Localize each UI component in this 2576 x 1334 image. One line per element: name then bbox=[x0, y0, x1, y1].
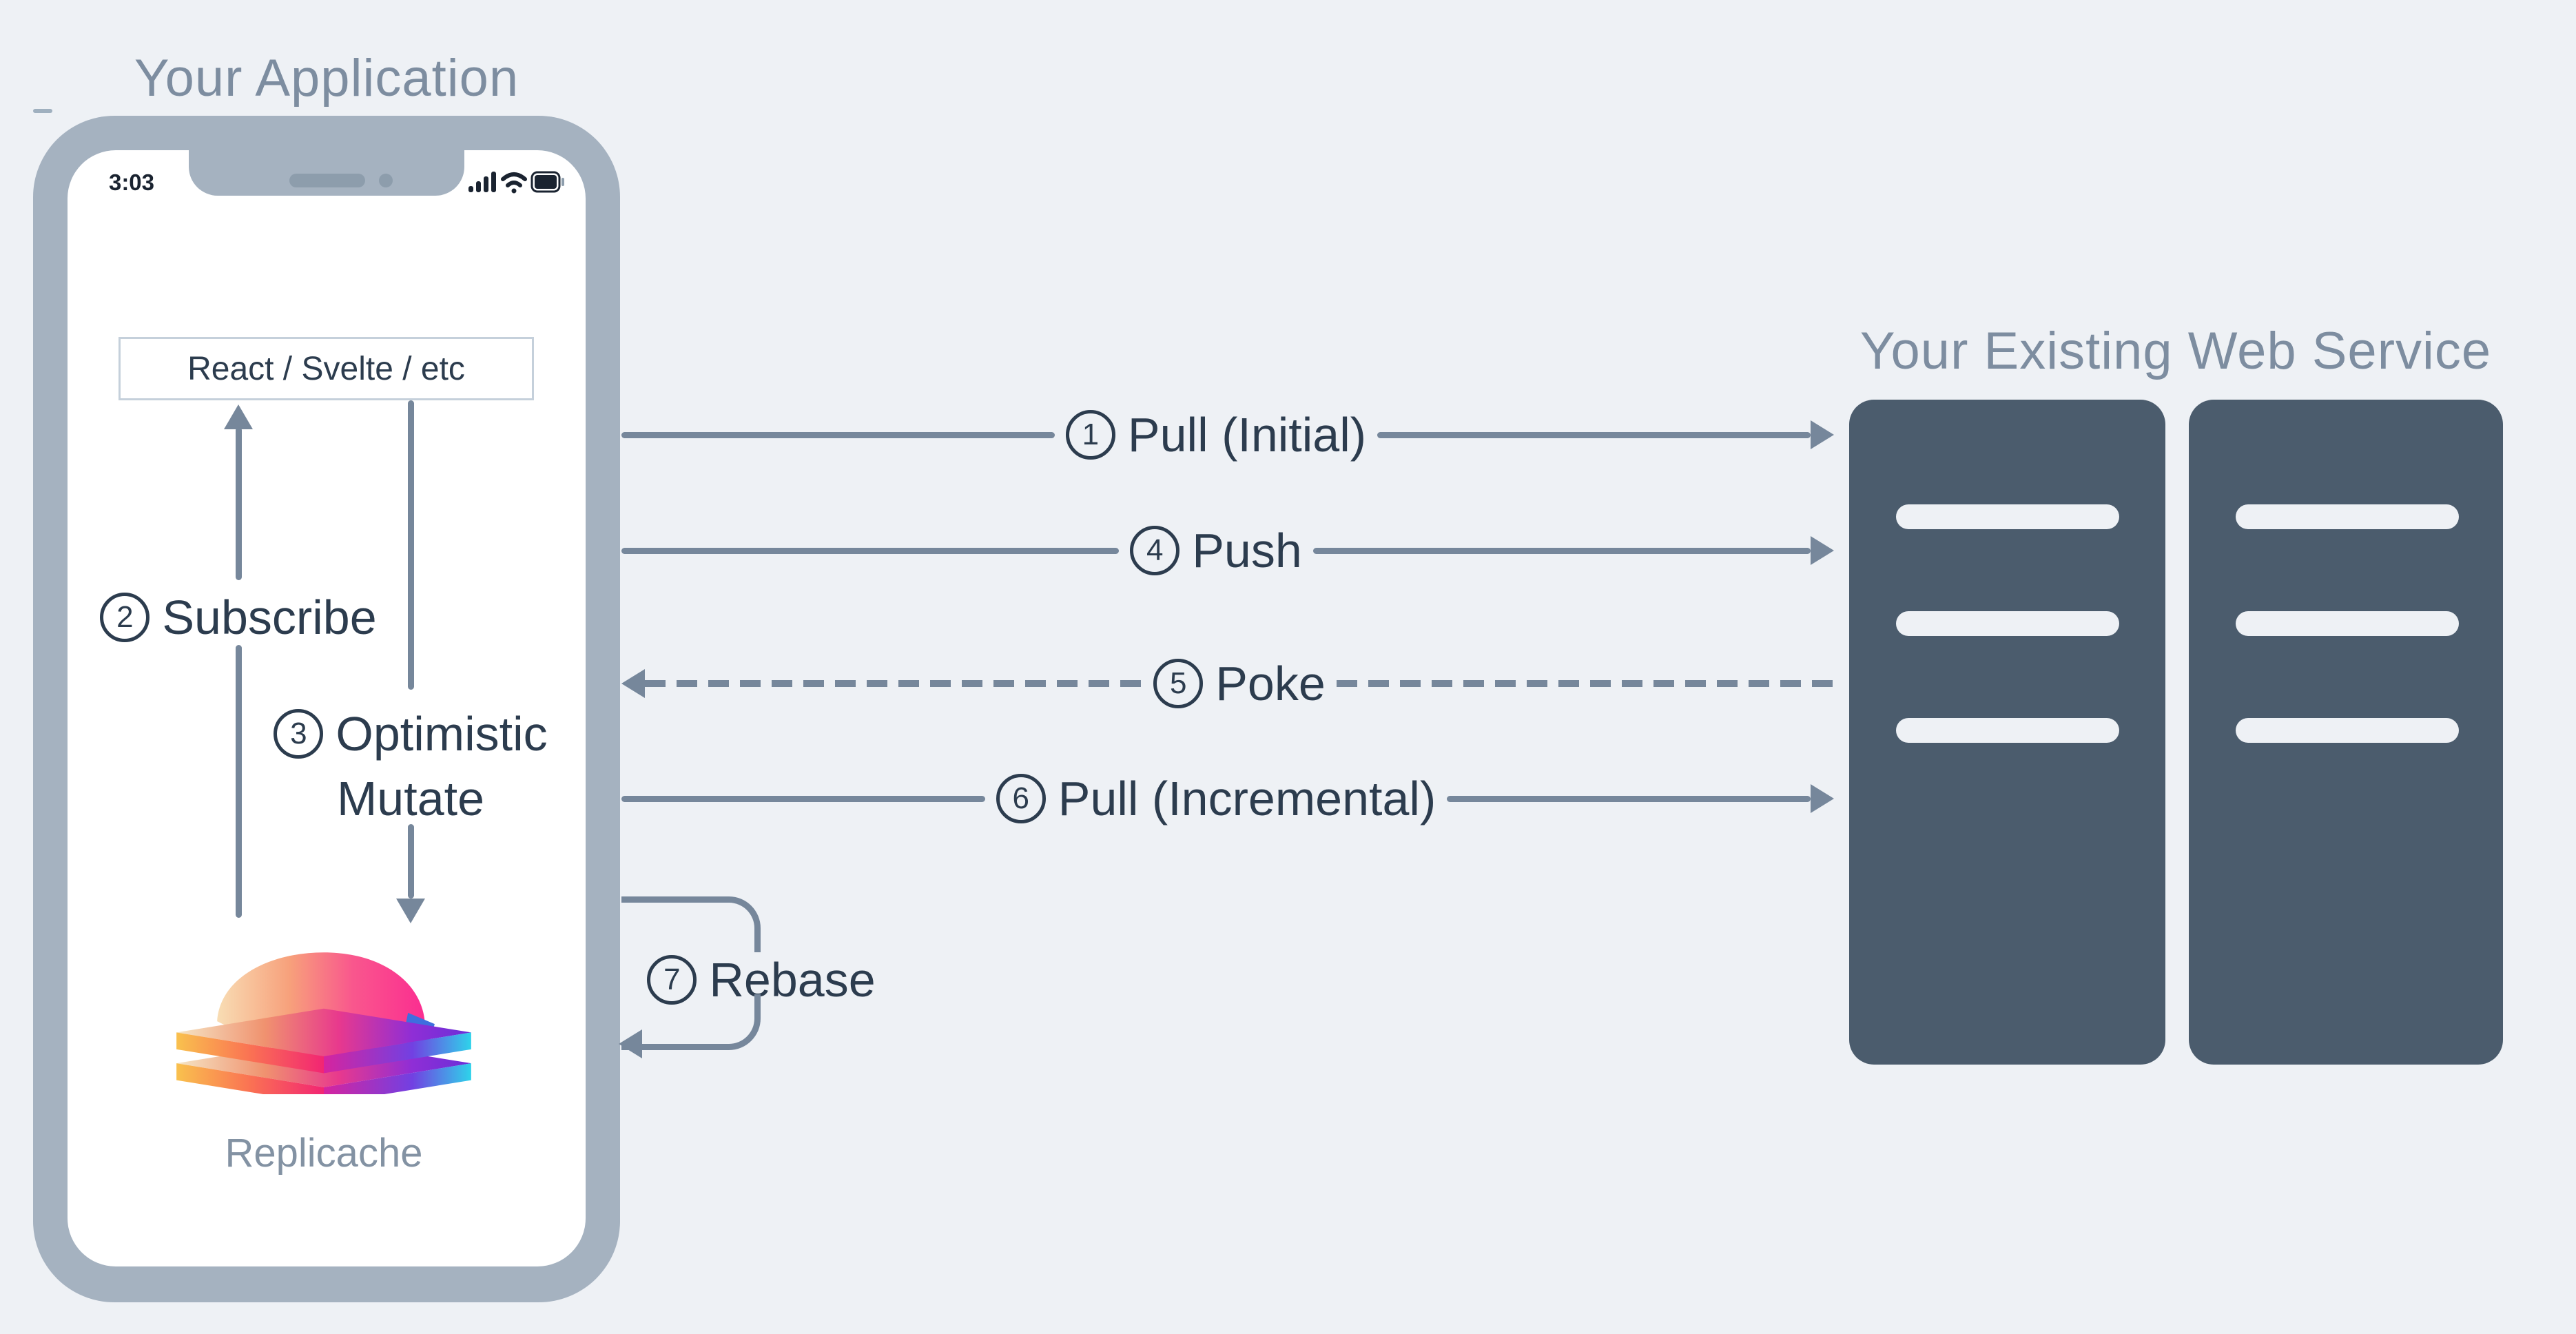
flow-number-badge: 6 bbox=[996, 774, 1046, 823]
arrowhead-right-icon bbox=[1811, 536, 1834, 565]
flow-label-text: Subscribe bbox=[162, 591, 377, 644]
library-name: Replicache bbox=[225, 1131, 423, 1176]
battery-icon bbox=[530, 171, 564, 193]
flow-label-text: Optimistic bbox=[336, 707, 548, 761]
server-slot bbox=[2236, 504, 2459, 529]
phone-notch bbox=[189, 150, 464, 196]
flow-number-badge: 4 bbox=[1130, 526, 1180, 575]
server-slot bbox=[2236, 718, 2459, 743]
subscribe-line-upper bbox=[236, 427, 242, 580]
flow-line bbox=[621, 547, 1120, 554]
replicache-logo bbox=[176, 952, 471, 1094]
server-slot bbox=[1896, 718, 2119, 743]
server-tower-right bbox=[2189, 400, 2503, 1065]
flow-number-badge: 5 bbox=[1153, 659, 1204, 708]
rebase-bracket-top bbox=[621, 896, 761, 952]
flow-line bbox=[1447, 795, 1811, 802]
flow-push: 4 Push bbox=[621, 516, 1834, 585]
logo-top-layer bbox=[176, 1008, 471, 1074]
mutate-line-lower bbox=[408, 824, 414, 899]
flow-push-label: 4 Push bbox=[1119, 523, 1313, 578]
server-slot bbox=[1896, 504, 2119, 529]
server-slot bbox=[2236, 611, 2459, 636]
flow-poke-label: 5 Poke bbox=[1142, 656, 1337, 711]
flow-mutate-label: 3 Optimistic Mutate bbox=[238, 695, 583, 831]
flow-number-badge: 1 bbox=[1065, 410, 1115, 460]
flow-label-text: Mutate bbox=[337, 772, 484, 825]
flow-dashed-line bbox=[1336, 680, 1834, 687]
arrowhead-right-icon bbox=[1811, 420, 1834, 449]
arrowhead-left-icon bbox=[619, 1029, 642, 1058]
flow-line bbox=[1312, 547, 1811, 554]
status-bar-time: 3:03 bbox=[108, 170, 155, 195]
flow-pull-initial-label: 1 Pull (Initial) bbox=[1055, 407, 1377, 462]
phone-camera-icon bbox=[379, 174, 393, 187]
flow-line bbox=[621, 431, 1055, 438]
subscribe-line-lower bbox=[236, 645, 242, 918]
wifi-icon bbox=[501, 172, 527, 194]
web-service-title: Your Existing Web Service bbox=[1859, 322, 2492, 380]
flow-dashed-line bbox=[645, 680, 1143, 687]
server-slot bbox=[1896, 611, 2119, 636]
flow-number-badge: 3 bbox=[274, 709, 324, 759]
arrowhead-left-icon bbox=[621, 669, 645, 698]
phone-speaker-icon bbox=[289, 174, 365, 187]
flow-label-text: Poke bbox=[1215, 657, 1326, 710]
flow-line bbox=[621, 795, 985, 802]
flow-number-badge: 7 bbox=[647, 955, 697, 1005]
flow-label-text: Push bbox=[1192, 524, 1302, 577]
flow-label-text: Pull (Initial) bbox=[1127, 408, 1367, 462]
flow-pull-incremental: 6 Pull (Incremental) bbox=[621, 764, 1835, 833]
flow-pull-incremental-label: 6 Pull (Incremental) bbox=[985, 771, 1447, 826]
server-tower-left bbox=[1849, 400, 2165, 1065]
rebase-bracket-bottom bbox=[621, 994, 761, 1050]
flow-label-text: Pull (Incremental) bbox=[1058, 772, 1436, 825]
flow-line bbox=[1377, 431, 1811, 438]
arrowhead-down-icon bbox=[396, 899, 425, 923]
status-bar-icons bbox=[468, 171, 564, 194]
application-title: Your Application bbox=[134, 49, 519, 107]
flow-poke: 5 Poke bbox=[621, 649, 1834, 718]
flow-subscribe-label: 2 Subscribe bbox=[83, 583, 394, 645]
stray-dash bbox=[33, 109, 52, 113]
flow-pull-initial: 1 Pull (Initial) bbox=[621, 400, 1834, 469]
arrowhead-right-icon bbox=[1811, 784, 1835, 813]
arrowhead-up-icon bbox=[224, 404, 253, 429]
mutate-line-upper bbox=[408, 400, 414, 690]
flow-number-badge: 2 bbox=[100, 593, 150, 642]
framework-box: React / Svelte / etc bbox=[119, 337, 534, 400]
cellular-signal-icon bbox=[468, 172, 496, 192]
framework-box-label: React / Svelte / etc bbox=[187, 350, 465, 387]
